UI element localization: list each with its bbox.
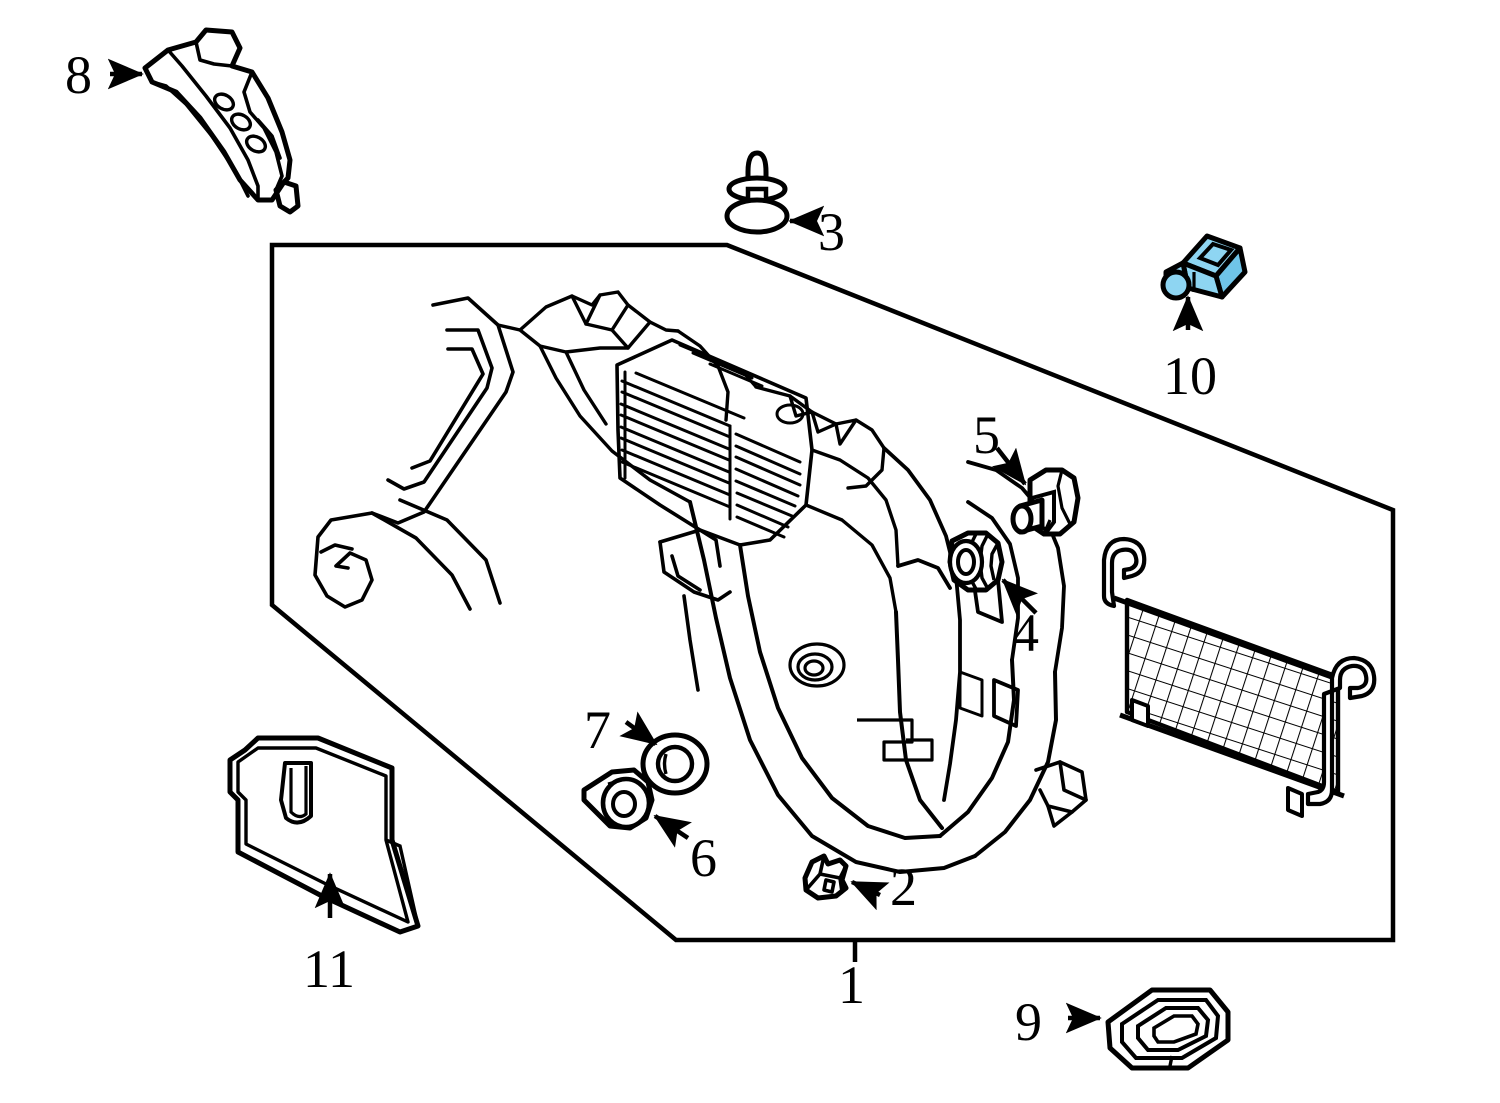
panel-lower-flange [658, 528, 732, 692]
part-4-ribbed-grommet[interactable] [947, 530, 1005, 593]
panel-vent-grille [615, 338, 814, 547]
leader-arrow-7 [619, 711, 658, 746]
callout-number-6[interactable]: 6 [690, 828, 717, 888]
panel-outline [269, 242, 1396, 943]
part-7-ring-grommet[interactable] [640, 732, 710, 796]
panel-center-boss [788, 642, 846, 688]
leader-arrow-2 [850, 879, 890, 911]
part-8-upper-trim-bracket[interactable] [142, 27, 301, 215]
cargo-net-foot-right [1286, 786, 1304, 818]
connector-10-latch-recess [1196, 241, 1235, 268]
bracket-8-hole-2 [229, 112, 253, 132]
grommet-7-bore-shade [662, 753, 668, 775]
callout-number-3[interactable]: 3 [818, 202, 845, 262]
panel-left-rail [313, 296, 515, 611]
grommet-4-bore [956, 548, 976, 576]
bracket-8-hole-3 [244, 134, 268, 154]
callout-number-4[interactable]: 4 [1012, 603, 1039, 663]
callout-number-11[interactable]: 11 [303, 939, 355, 999]
bracket-8-body [142, 27, 301, 215]
callout-number-2[interactable]: 2 [890, 857, 917, 917]
callout-number-1[interactable]: 1 [838, 955, 865, 1015]
clip-6-seam [607, 778, 623, 786]
cover-11-slot-inner [289, 766, 308, 819]
part-10-electrical-connector-socket[interactable] [1160, 233, 1248, 301]
part-2-trim-retainer-clip[interactable] [802, 853, 849, 901]
panel-upper-fold [496, 290, 730, 504]
panel-hook-slot [857, 718, 934, 762]
leader-arrow-4 [1001, 578, 1039, 616]
callout-number-8[interactable]: 8 [65, 45, 92, 105]
callout-number-10[interactable]: 10 [1163, 346, 1217, 406]
connector-10-pin-barrel [1160, 269, 1192, 301]
cover-11-slot [279, 761, 313, 825]
part-9-access-cover-cap[interactable] [1105, 987, 1231, 1071]
part-3-push-pin-rivet[interactable] [724, 150, 790, 235]
callout-number-5[interactable]: 5 [973, 405, 1000, 465]
part-5-push-in-retainer[interactable] [1010, 467, 1081, 537]
leader-arrow-5 [991, 446, 1027, 486]
cargo-net-foot-left [1130, 698, 1150, 728]
panel-right-tab [1034, 760, 1088, 828]
cap-9-ring-3 [1152, 1014, 1200, 1044]
part-6-tapered-grommet-clip[interactable] [581, 767, 655, 831]
panel-upper-deck [754, 385, 900, 614]
cargo-net-hook-right [1305, 655, 1377, 807]
retainer-5-shaft-end [1010, 503, 1034, 535]
leader-arrow-6 [653, 814, 692, 848]
cargo-net-top-rail [1113, 595, 1341, 683]
rivet-3-lower-flange [724, 197, 790, 235]
callout-number-9[interactable]: 9 [1015, 992, 1042, 1052]
cover-11-body [227, 735, 421, 935]
cap-9-notch [1168, 1055, 1174, 1067]
part-11-side-trim-cover[interactable] [227, 735, 421, 935]
cargo-net-bottom-rail [1119, 712, 1345, 799]
bracket-8-hole-1 [212, 92, 236, 112]
callout-number-7[interactable]: 7 [584, 700, 611, 760]
clip-6-bore [611, 790, 637, 818]
cargo-net-hook-left [1101, 536, 1147, 609]
part-1-quarter-trim-panel[interactable] [269, 242, 1396, 943]
cover-11-right-fold [385, 838, 420, 927]
